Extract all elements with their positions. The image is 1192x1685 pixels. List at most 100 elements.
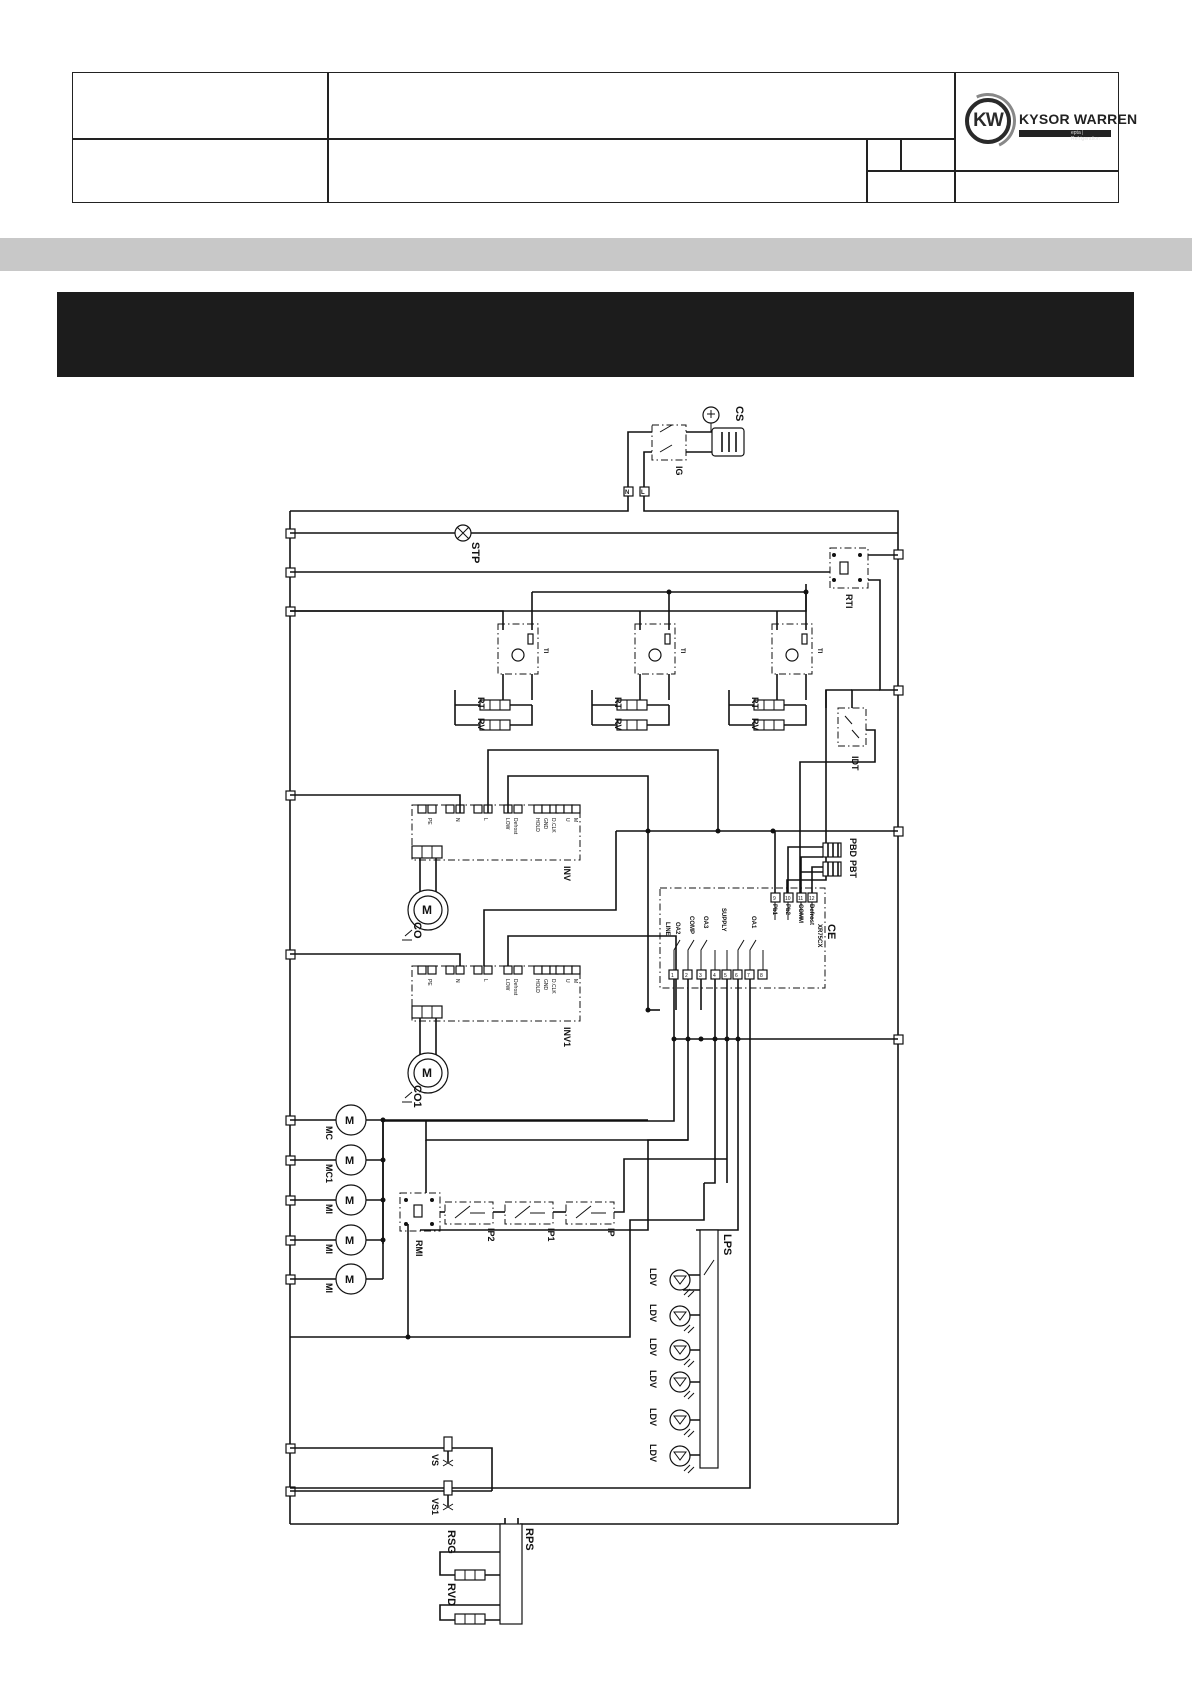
mains-input [627, 406, 745, 490]
ce-pin-1: 1 [671, 973, 674, 979]
ti-module-2: TI RT RV [591, 623, 685, 731]
label-VS1: VS1 [430, 1498, 440, 1515]
label-LPS: LPS [721, 1234, 733, 1255]
label-CE: CE [825, 924, 837, 939]
inv-term-u: U [564, 818, 570, 822]
label-RV-2: RV [613, 718, 623, 730]
ce-signal-pb2: Pb2 [784, 904, 790, 916]
rmi-relay: RMI [399, 1192, 441, 1257]
inv1-term-m: M [572, 979, 578, 983]
main-rails [289, 496, 899, 1525]
label-CO: CO [411, 922, 423, 939]
ldv-led-5-icon [669, 1409, 691, 1431]
title-block-divider [954, 170, 1119, 172]
ldv-led-4-icon [669, 1371, 691, 1393]
inv-term-dclk: D.CLK [550, 818, 556, 833]
vs-valves: VS VS1 [290, 1436, 493, 1515]
label-VS: VS [430, 1454, 440, 1466]
inv-term-n: N [454, 818, 460, 822]
ce-signal-common: COMM [797, 904, 803, 923]
logo-mark: KW [965, 98, 1011, 144]
ldv-led-6-icon [669, 1445, 691, 1467]
mc-motor-symbol: M [345, 1115, 354, 1127]
inv1-term-low: LOW [504, 979, 510, 991]
mi-motor-2-symbol: M [345, 1235, 354, 1247]
ce-signal-line: LINE [664, 922, 670, 936]
kysor-warren-logo: KW KYSOR WARREN epta | Refrigeration [952, 85, 1137, 157]
label-STP: STP [469, 542, 481, 563]
ldv-led-3-icon [669, 1339, 691, 1361]
label-LDV-3: LDV [648, 1338, 658, 1356]
rti-relay [829, 547, 869, 589]
ce-controller: 9 10 11 12 1 2 3 4 5 6 7 8 LINE OA2 COMP… [659, 887, 837, 989]
ce-pin-4: 4 [713, 973, 716, 979]
label-MI-2: MI [324, 1244, 334, 1254]
inv1-term-pe: PE [426, 979, 432, 986]
label-RT-3: RT [750, 697, 760, 709]
ti-module-3: TI RT RV [728, 623, 822, 731]
logo-name: KYSOR WARREN [1019, 111, 1138, 127]
ce-signal-defrost: Defrost [808, 904, 814, 925]
inv1-term-u: U [564, 979, 570, 983]
inv1-term-gnd: GND [542, 979, 548, 991]
mi-motor-1-symbol: M [345, 1195, 354, 1207]
inv1-term-l: L [482, 979, 488, 982]
label-CO1: CO1 [411, 1085, 423, 1108]
inv-term-hold: HOLD [534, 818, 540, 832]
logo-tagline: epta | Refrigeration [1071, 130, 1100, 142]
ti-module-1: TI RT RV [454, 623, 548, 731]
label-MI-3: MI [324, 1283, 334, 1293]
ce-top-pin-11: 11 [798, 896, 803, 902]
ce-part-number: XR75CX [816, 924, 822, 947]
idt-switch: IDT [786, 689, 880, 900]
rps-power-supply: RPS RSG RVD [439, 1518, 535, 1625]
inv1-term-defrost: Defrost [512, 979, 518, 996]
label-LDV-5: LDV [648, 1408, 658, 1426]
grey-band [0, 238, 1192, 271]
logo-bar [1019, 130, 1111, 137]
ce-pin-3: 3 [699, 973, 702, 979]
label-IG: IG [674, 466, 684, 476]
inv1-term-n: N [454, 979, 460, 983]
label-RT-2: RT [613, 697, 623, 709]
label-TI-2: TI [679, 648, 685, 654]
label-LDV-4: LDV [648, 1370, 658, 1388]
inv1-term-hold: HOLD [534, 979, 540, 993]
label-LDV-2: LDV [648, 1304, 658, 1322]
label-TI-1: TI [542, 648, 548, 654]
inv-term-m: M [572, 818, 578, 822]
inv-term-pe: PE [426, 818, 432, 825]
inv-term-defrost: Defrost [512, 818, 518, 835]
label-IP: IP [606, 1228, 616, 1237]
ce-signal-comp: COMP [688, 916, 694, 934]
label-PBT: PBT [848, 860, 858, 879]
ce-pin-7: 7 [747, 973, 750, 979]
inv-term-l: L [482, 818, 488, 821]
section-title-band [57, 292, 1134, 377]
lps-power-supply: LPS LDV LDV LDV LDV LDV LDV [648, 1229, 733, 1474]
mc1-motor-symbol: M [345, 1155, 354, 1167]
mi-motor-3-symbol: M [345, 1274, 354, 1286]
label-L: L [641, 490, 645, 496]
co1-motor-symbol: M [422, 1066, 432, 1080]
ce-signal-oa1: OA1 [750, 916, 756, 929]
inv1-term-dclk: D.CLK [550, 979, 556, 994]
ce-top-pin-10: 10 [785, 896, 791, 902]
label-MC: MC [324, 1126, 334, 1140]
ce-signal-pb1: Pb1 [771, 904, 777, 916]
label-INV1: INV1 [562, 1027, 572, 1047]
label-IP1: IP1 [546, 1228, 556, 1242]
label-RPS: RPS [523, 1528, 535, 1551]
right-terminals [893, 549, 904, 1045]
ip2-switch: IP2 [444, 1201, 496, 1242]
label-RMI: RMI [414, 1240, 424, 1257]
ce-pin-8: 8 [760, 973, 763, 979]
label-LDV-6: LDV [648, 1444, 658, 1462]
label-RV-1: RV [476, 718, 486, 730]
title-block-divider [954, 72, 956, 203]
label-RSG: RSG [445, 1530, 457, 1554]
terminal-N [623, 486, 634, 497]
ce-pin-2: 2 [685, 973, 688, 979]
title-block-divider [72, 138, 955, 140]
ip1-switch: IP1 [504, 1201, 556, 1242]
